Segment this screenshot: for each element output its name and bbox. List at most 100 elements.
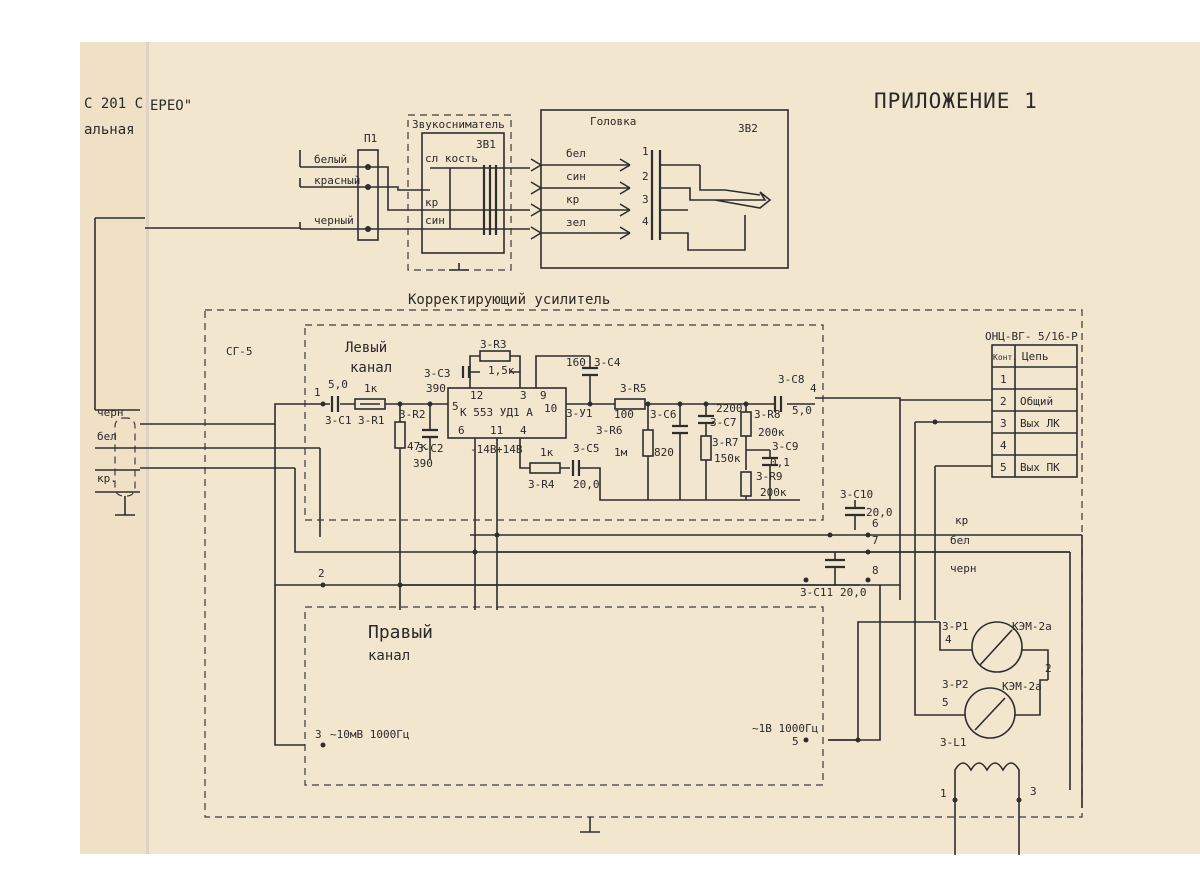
relay-p1-pin: 4 [945, 633, 952, 646]
c2-value: 390 [413, 457, 433, 470]
left-channel-label-1: Левый [345, 340, 387, 356]
right-channel-label-2: канал [368, 648, 410, 664]
right-channel-box [304, 606, 824, 786]
p1-wire-black: черный [314, 214, 354, 227]
appendix-title: ПРИЛОЖЕНИЕ 1 [874, 89, 1038, 113]
coil-pin-3: 3 [1030, 785, 1037, 798]
node-3: 3 [315, 728, 322, 741]
head-ref: ЗВ2 [738, 122, 758, 135]
cartridge-zv1: Звукосниматель ЗВ1 сл кость кр син [407, 114, 530, 271]
relay-p2: 3-Р2 КЭМ-2а 5 2 [914, 662, 1052, 739]
capacitor-c2: 3-С2 390 [413, 404, 444, 470]
cartridge-pin-1: сл кость [425, 152, 478, 165]
ic-pin-4: 4 [520, 424, 527, 437]
amplifier-title: Корректирующий усилитель [408, 292, 610, 308]
c6-value: 820 [654, 446, 674, 459]
cartridge-pin-2: кр [425, 196, 438, 209]
c10-value: 20,0 [866, 506, 893, 519]
ic-pin-11: 11 [490, 424, 503, 437]
u1-ref: 3-У1 [566, 407, 593, 420]
resistor-r1: 1к 3-R1 [354, 382, 386, 427]
r5-ref: 3-R5 [620, 382, 647, 395]
resistor-r2: 3-R2 47к [394, 404, 427, 610]
bus-wire-red: кр [955, 514, 968, 527]
node-4: 4 [810, 382, 817, 395]
c2-ref: 3-С2 [417, 442, 444, 455]
r5-value: 100 [614, 408, 634, 421]
input-cable: черн бел кр. [95, 403, 320, 516]
left-fragment-2: ЕРЕО" [150, 98, 192, 114]
head-pin-1: 1 [642, 145, 649, 158]
r4-ref: 3-R4 [528, 478, 555, 491]
c7-ref: 3-С7 [710, 416, 737, 429]
capacitor-c7: 2200 3-С7 3-R7 150к [698, 402, 743, 500]
left-fragment-1: С 201 С [84, 96, 143, 112]
r8-value: 200к [758, 426, 785, 439]
left-channel-box [304, 324, 824, 521]
c8-value: 5,0 [792, 404, 812, 417]
node-7: 7 [872, 534, 879, 547]
output-connector: ОНЦ-ВГ- 5/16-Р Конт. Цепь 1 2 Общий 3 Вы… [900, 330, 1078, 690]
relay-p1-type: КЭМ-2а [1012, 620, 1052, 633]
c3-value: 390 [426, 382, 446, 395]
coil-pin-1: 1 [940, 787, 947, 800]
ic-pin-3: 3 [520, 389, 527, 402]
head-zv2: Головка ЗВ2 бел син кр зел 1 2 3 4 [530, 109, 789, 269]
head-title: Головка [590, 115, 636, 128]
c11-ref: 3-С11 [800, 586, 833, 599]
relay-p1: 3-Р1 КЭМ-2а 4 [939, 620, 1052, 680]
head-wire-1: бел [566, 147, 586, 160]
r3-value: 1,5к [488, 364, 515, 377]
connector-row-5-pin: 5 [1000, 461, 1007, 474]
left-fragment-3: альная [84, 122, 135, 138]
connector-row-3-net: Вых ЛК [1020, 417, 1060, 430]
node-1: 1 [314, 386, 321, 399]
connector-row-2-net: Общий [1020, 395, 1053, 408]
ic-pin-12: 12 [470, 389, 483, 402]
ic-label: К 553 УД1 А [460, 406, 533, 419]
node-2: 2 [318, 567, 325, 580]
ic-k553ud1a: К 553 УД1 А 12 3 9 5 10 6 11 4 -14В +14В [447, 355, 590, 610]
head-pin-4: 4 [642, 215, 649, 228]
input-wire-black: черн [97, 406, 124, 419]
r9-value: 200к [760, 486, 787, 499]
r1-ref: 3-R1 [358, 414, 385, 427]
capacitor-c8: 3-С8 5,0 4 [773, 373, 817, 417]
node-5: 5 [792, 735, 799, 748]
c4-ref: 3-С4 [594, 356, 621, 369]
head-pin-2: 2 [642, 170, 649, 183]
r7-ref: 3-R7 [712, 436, 739, 449]
resistor-r3: 3-R3 1,5к [469, 338, 521, 377]
c6-ref: 3-С6 [650, 408, 677, 421]
coil-ref: 3-L1 [940, 736, 967, 749]
ic-pin-5: 5 [452, 400, 459, 413]
c9-value: 0,1 [770, 456, 790, 469]
relay-p2-type: КЭМ-2а [1002, 680, 1042, 693]
c1-ref: 3-С1 [325, 414, 352, 427]
r7-value: 150к [714, 452, 741, 465]
node-6: 6 [872, 517, 879, 530]
c5-value: 20,0 [573, 478, 600, 491]
connector-row-2-pin: 2 [1000, 395, 1007, 408]
resistor-r6: 3-R6 1м [596, 404, 654, 500]
connector-row-3-pin: 3 [1000, 417, 1007, 430]
r1-value: 1к [364, 382, 378, 395]
c3-ref: 3-С3 [424, 367, 451, 380]
r4-value: 1к [540, 446, 554, 459]
r3-ref: 3-R3 [480, 338, 507, 351]
ic-pin-10: 10 [544, 402, 557, 415]
ic-pin-6: 6 [458, 424, 465, 437]
r2-ref: 3-R2 [399, 408, 426, 421]
head-wire-4: зел [566, 216, 586, 229]
c8-ref: 3-С8 [778, 373, 805, 386]
cartridge-ref: ЗВ1 [476, 138, 496, 151]
p1-label: П1 [364, 132, 377, 145]
input-signal: ~10мВ 1000Гц [330, 728, 409, 741]
r6-ref: 3-R6 [596, 424, 623, 437]
relay-p2-ref: 3-Р2 [942, 678, 969, 691]
relay-p1-ref: 3-Р1 [942, 620, 969, 633]
capacitor-c4: 160 3-С4 [566, 356, 621, 404]
capacitor-c11: 3-С11 20,0 [800, 552, 867, 599]
c7-value: 2200 [716, 402, 743, 415]
